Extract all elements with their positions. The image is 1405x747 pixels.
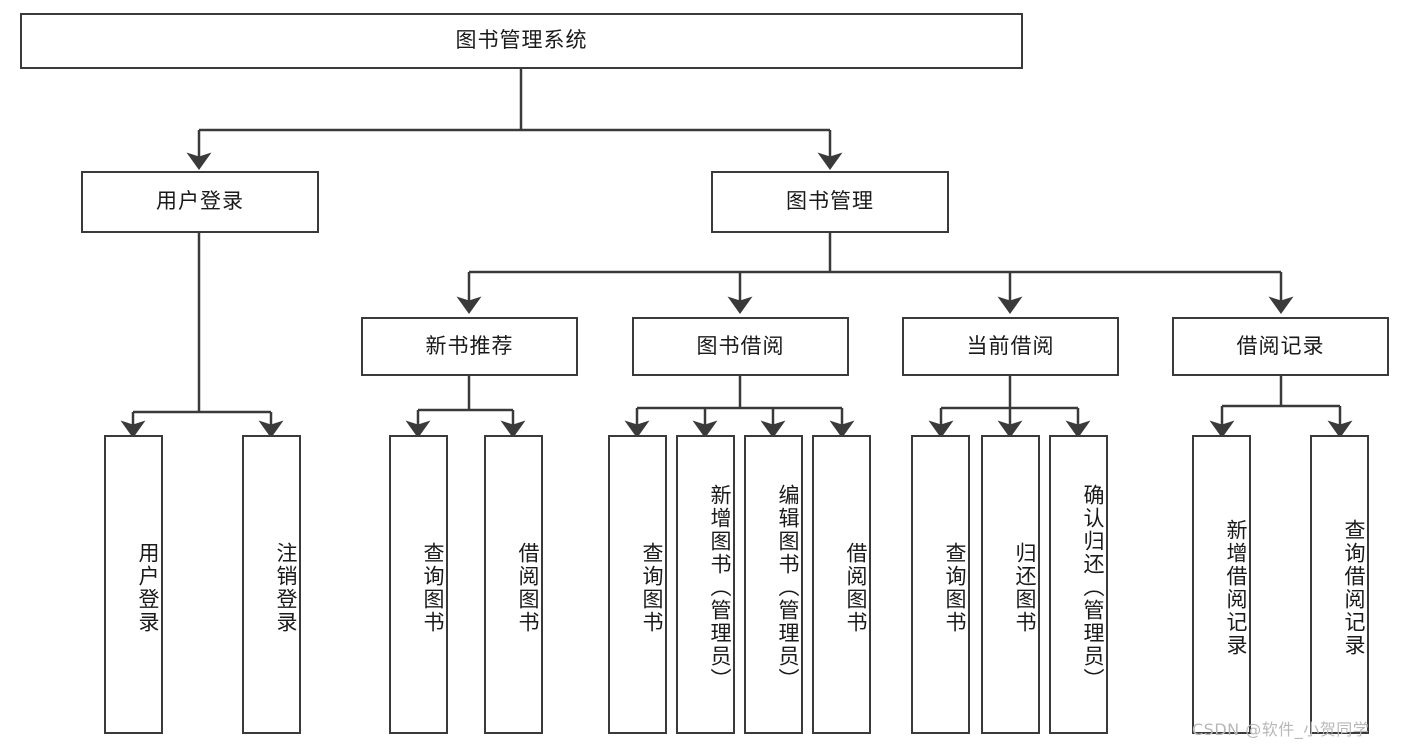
- node-label: 图书管理: [786, 189, 874, 214]
- node-label: 查询图书: [640, 541, 664, 634]
- leaf-borrow-add-book[interactable]: 新增图书（管理员）: [676, 435, 735, 734]
- leaf-user-login-signin[interactable]: 用户登录: [104, 435, 163, 734]
- node-label: 图书管理系统: [455, 28, 588, 53]
- node-book-borrow[interactable]: 图书借阅: [632, 317, 849, 376]
- leaf-borrow-edit-book[interactable]: 编辑图书（管理员）: [744, 435, 803, 734]
- node-label: 当前借阅: [966, 333, 1055, 358]
- leaf-current-confirm-return[interactable]: 确认归还（管理员）: [1049, 435, 1108, 734]
- node-label: 查询图书: [421, 541, 445, 634]
- leaf-records-query-record[interactable]: 查询借阅记录: [1310, 435, 1369, 734]
- node-current-borrow[interactable]: 当前借阅: [902, 317, 1119, 376]
- leaf-borrow-borrow-book[interactable]: 借阅图书: [812, 435, 871, 734]
- node-label: 借阅记录: [1236, 333, 1325, 358]
- node-book-management[interactable]: 图书管理: [711, 171, 949, 233]
- node-label: 借阅图书: [844, 541, 868, 634]
- node-label: 查询借阅记录: [1342, 518, 1366, 657]
- node-label: 新书推荐: [425, 333, 514, 358]
- leaf-user-login-signout[interactable]: 注销登录: [242, 435, 301, 734]
- node-label: 图书借阅: [696, 333, 785, 358]
- node-label: 新增借阅记录: [1224, 518, 1248, 657]
- node-label: 用户登录: [156, 189, 244, 214]
- node-new-book-recommend[interactable]: 新书推荐: [361, 317, 578, 376]
- node-label: 用户登录: [136, 541, 160, 634]
- node-label: 归还图书: [1013, 541, 1037, 634]
- node-label: 新增图书（管理员）: [708, 484, 732, 691]
- node-label: 确认归还（管理员）: [1081, 484, 1105, 691]
- node-root-system[interactable]: 图书管理系统: [20, 13, 1023, 69]
- node-user-login[interactable]: 用户登录: [81, 171, 319, 233]
- csdn-watermark: CSDN @软件_小贺同学: [1192, 720, 1370, 739]
- node-borrow-records[interactable]: 借阅记录: [1172, 317, 1389, 376]
- leaf-current-return-book[interactable]: 归还图书: [981, 435, 1040, 734]
- leaf-recommend-borrow-book[interactable]: 借阅图书: [484, 435, 543, 734]
- leaf-borrow-query-book[interactable]: 查询图书: [608, 435, 667, 734]
- leaf-records-add-record[interactable]: 新增借阅记录: [1192, 435, 1251, 734]
- node-label: 借阅图书: [516, 541, 540, 634]
- node-label: 查询图书: [943, 541, 967, 634]
- node-label: 注销登录: [274, 541, 298, 634]
- node-label: 编辑图书（管理员）: [776, 484, 800, 691]
- leaf-current-query-book[interactable]: 查询图书: [911, 435, 970, 734]
- leaf-recommend-query-book[interactable]: 查询图书: [389, 435, 448, 734]
